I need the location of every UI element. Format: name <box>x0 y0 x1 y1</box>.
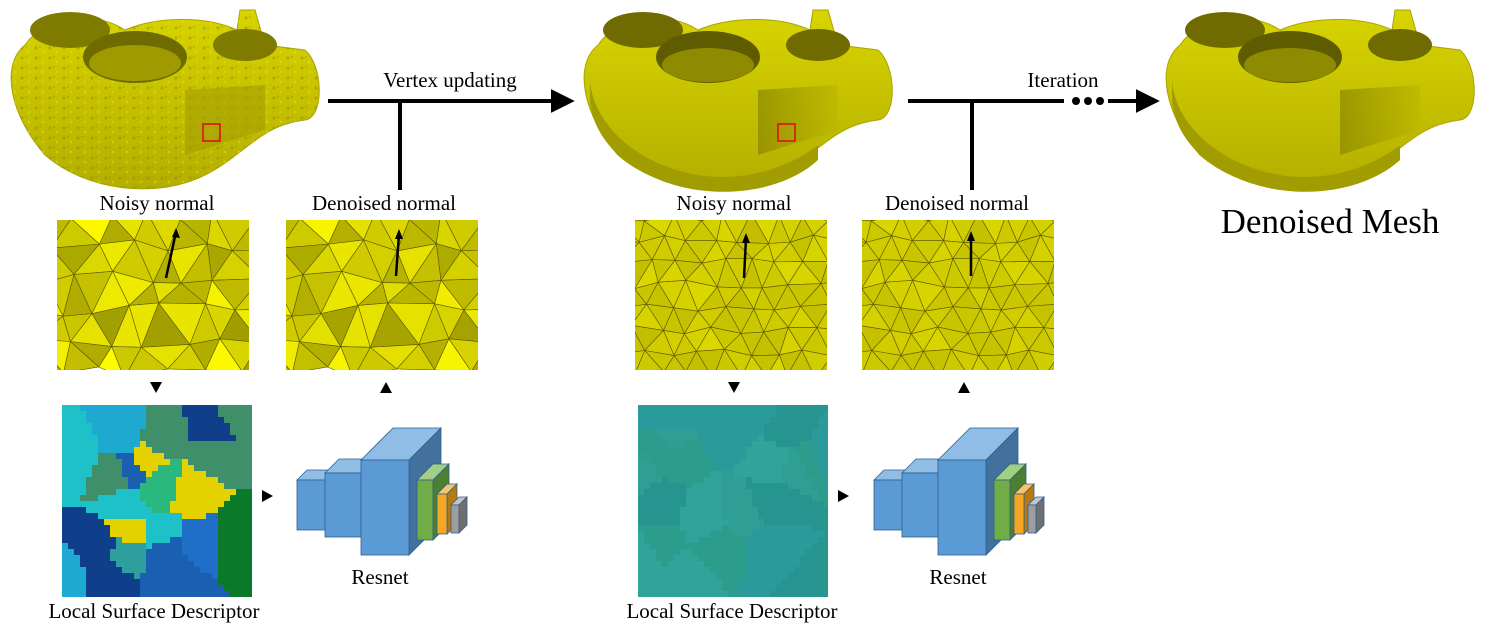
noisy-normal-label-2: Noisy normal <box>677 191 792 215</box>
red-marker-icon <box>202 123 221 142</box>
local-surface-descriptor-label-2: Local Surface Descriptor <box>626 599 837 623</box>
resnet-network-icon <box>296 427 468 556</box>
up-triangle-icon <box>958 382 970 393</box>
resnet-label-1: Resnet <box>351 565 408 589</box>
red-marker-icon <box>777 123 796 142</box>
noisy-mesh-icon <box>10 9 320 190</box>
denoised-normal-patch-2 <box>862 220 1054 370</box>
denoised-normal-label-2: Denoised normal <box>885 191 1029 215</box>
noisy-normal-label-1: Noisy normal <box>100 191 215 215</box>
down-triangle-icon <box>150 382 162 393</box>
iteration-label: Iteration <box>1027 68 1099 92</box>
local-surface-descriptor-image-1 <box>62 405 252 597</box>
resnet-label-2: Resnet <box>929 565 986 589</box>
noisy-normal-patch-1 <box>57 220 249 370</box>
vertex-updating-label: Vertex updating <box>383 68 517 92</box>
down-triangle-icon <box>728 382 740 393</box>
vertex-updating-arrow <box>328 89 575 190</box>
right-triangle-icon <box>262 490 273 502</box>
right-triangle-icon <box>838 490 849 502</box>
normal-arrow-icon <box>967 231 975 276</box>
noisy-normal-patch-2 <box>635 220 827 370</box>
denoised-normal-label-1: Denoised normal <box>312 191 456 215</box>
partially-denoised-mesh-icon <box>583 9 893 192</box>
resnet-network-icon <box>873 427 1045 556</box>
denoised-mesh-label: Denoised Mesh <box>1221 202 1440 241</box>
denoised-mesh-icon <box>1165 9 1475 192</box>
normal-arrow-icon <box>742 233 750 279</box>
iteration-arrow <box>908 89 1160 190</box>
normal-arrow-icon <box>164 228 180 279</box>
ellipsis-dots-icon <box>1072 97 1104 105</box>
local-surface-descriptor-label-1: Local Surface Descriptor <box>48 599 259 623</box>
normal-arrow-icon <box>394 229 403 277</box>
local-surface-descriptor-image-2 <box>638 405 828 597</box>
up-triangle-icon <box>380 382 392 393</box>
